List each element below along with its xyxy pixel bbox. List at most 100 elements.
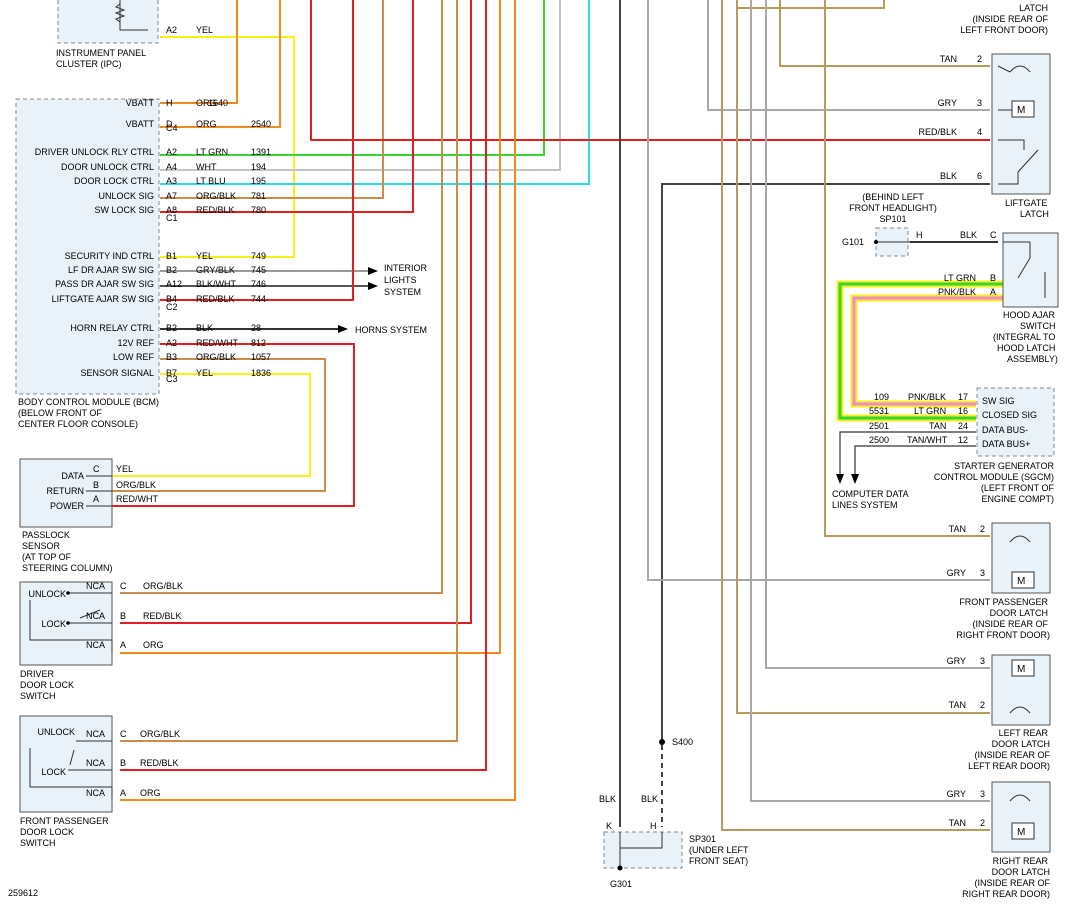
driver-switch-lock: LOCK xyxy=(41,619,66,629)
bcm-box xyxy=(15,98,160,395)
bcm-pin-circuit: 1836 xyxy=(251,368,271,378)
sgcm-pin-dminus: DATA BUS- xyxy=(982,425,1028,435)
bcm-pin-name: LOW REF xyxy=(113,352,155,362)
driver-switch-label-2: DOOR LOCK xyxy=(20,680,74,690)
wire-vbatt-1640 xyxy=(160,0,238,104)
rr-latch-color-3: GRY xyxy=(947,789,966,799)
bcm-pin-color: ORG xyxy=(196,119,217,129)
bcm-pin-name: SW LOCK SIG xyxy=(94,205,154,215)
diagram-id: 259612 xyxy=(8,888,38,898)
driver-color-b: RED/BLK xyxy=(143,611,182,621)
bcm-pin-color: YEL xyxy=(196,251,213,261)
bcm-pin-name: HORN RELAY CTRL xyxy=(70,323,154,333)
rr-latch-switch-icon xyxy=(1009,794,1031,802)
bcm-pin-id: B1 xyxy=(166,251,177,261)
ipc-module: INSTRUMENT PANEL CLUSTER (IPC) A2 YEL xyxy=(56,0,213,69)
arrow-horns xyxy=(338,325,348,333)
bcm-pin-name: LF DR AJAR SW SIG xyxy=(68,265,154,275)
liftgate-color-2: TAN xyxy=(940,54,957,64)
rr-door-latch: M GRY 3 TAN 2 RIGHT REAR DOOR LATCH (INS… xyxy=(947,781,1051,899)
liftgate-label-2: LATCH xyxy=(1020,209,1049,219)
sp101-label-3: SP101 xyxy=(879,214,906,224)
bcm-pin-circuit: 2540 xyxy=(251,119,271,129)
rr-latch-motor-m: M xyxy=(1017,827,1025,838)
g101-label: G101 xyxy=(842,237,864,247)
lr-door-latch: M GRY 3 TAN 2 LEFT REAR DOOR LATCH (INSI… xyxy=(947,654,1051,771)
lr-latch-label-1: LEFT REAR xyxy=(999,728,1049,738)
sgcm-circuit-16: 5531 xyxy=(869,406,889,416)
hood-pin-b: B xyxy=(990,273,996,283)
sgcm-pin-24: 24 xyxy=(958,421,968,431)
passlock-pin-power: POWER xyxy=(50,501,85,511)
bcm-pin-id: A3 xyxy=(166,176,177,186)
rr-latch-motor-icon xyxy=(1011,822,1035,840)
sgcm-pin-17: 17 xyxy=(958,392,968,402)
wire-rr-gry xyxy=(750,8,990,802)
arrows xyxy=(338,267,859,484)
sgcm-circuit-17: 109 xyxy=(874,392,889,402)
bcm-pin-circuit: 28 xyxy=(251,323,261,333)
wire-fp-a xyxy=(120,0,516,801)
wire-lf-top xyxy=(736,0,885,9)
bcm-label-3: CENTER FLOOR CONSOLE) xyxy=(18,419,138,429)
arrow-data-2 xyxy=(851,474,859,484)
bcm-pin-color: LT BLU xyxy=(196,176,226,186)
bcm-pin-color: RED/BLK xyxy=(196,205,235,215)
sp101-node xyxy=(874,240,878,244)
sgcm-label-3: (LEFT FRONT OF xyxy=(981,483,1055,493)
bcm-pin-circuit: 745 xyxy=(251,265,266,275)
fp-latch-switch-icon xyxy=(1009,535,1031,543)
ipc-resistor-icon xyxy=(114,3,126,23)
liftgate-switch-icon xyxy=(1009,65,1031,73)
wire-fp-b xyxy=(120,0,487,771)
driver-pin-a: A xyxy=(120,640,126,650)
liftgate-label-1: LIFTGATE xyxy=(1005,198,1047,208)
bcm-pin-name: VBATT xyxy=(126,98,155,108)
rr-latch-label-4: RIGHT REAR DOOR) xyxy=(962,889,1050,899)
bcm-pin-circuit: 749 xyxy=(251,251,266,261)
hood-contact-icon xyxy=(1017,257,1031,279)
bcm-pin-id: A7 xyxy=(166,191,177,201)
bcm-pin-id: C2 xyxy=(166,302,178,312)
bcm-pin-name: UNLOCK SIG xyxy=(98,191,154,201)
wire-orgblk-781 xyxy=(160,0,384,199)
lr-latch-motor-m: M xyxy=(1017,664,1025,675)
bcm-pin-id: A2 xyxy=(166,338,177,348)
passlock-color-b: ORG/BLK xyxy=(116,480,156,490)
driver-switch-blade-icon xyxy=(79,609,101,619)
dest-interior-1: INTERIOR xyxy=(384,263,428,273)
bcm-pin-name: SECURITY IND CTRL xyxy=(65,251,154,261)
g301-ground-icon xyxy=(617,865,623,871)
bcm-pin-id: H xyxy=(166,98,173,108)
ipc-box xyxy=(57,0,159,44)
fp-latch-pin-3: 3 xyxy=(980,568,985,578)
fp-color-a: ORG xyxy=(140,788,161,798)
bcm-pin-id: C1 xyxy=(166,213,178,223)
hood-label-2: SWITCH xyxy=(1020,321,1056,331)
arrow-interior-2 xyxy=(368,282,378,290)
wire-lr-tan xyxy=(736,8,990,714)
wire-hood-pnk xyxy=(852,296,1003,406)
passlock-color-a: RED/WHT xyxy=(116,494,158,504)
passlock-label-1: PASSLOCK xyxy=(22,530,70,540)
driver-nca-c: NCA xyxy=(86,581,105,591)
hood-label-1: HOOD AJAR xyxy=(1003,310,1056,320)
wire-ltblu-195 xyxy=(160,0,590,185)
fp-latch-pin-2: 2 xyxy=(980,524,985,534)
rr-latch-label-3: (INSIDE REAR OF xyxy=(974,878,1050,888)
passlock-label-3: (AT TOP OF xyxy=(22,552,72,562)
sp301-label-1: SP301 xyxy=(689,834,716,844)
lr-latch-label-3: (INSIDE REAR OF xyxy=(974,750,1050,760)
wire-fplatch-gry xyxy=(647,0,990,581)
gnd-color-k: BLK xyxy=(599,794,616,804)
wire-hood-ltgrn xyxy=(838,282,1003,420)
fp-latch-label-4: RIGHT FRONT DOOR) xyxy=(956,630,1050,640)
fp-color-c: ORG/BLK xyxy=(140,729,180,739)
bcm-pin-name: LIFTGATE AJAR SW SIG xyxy=(52,294,154,304)
wire-vbatt-2540 xyxy=(160,0,281,128)
liftgate-motor-icon xyxy=(1011,100,1035,118)
hood-pin-c: C xyxy=(990,230,997,240)
wire-sgcm-tan xyxy=(839,431,976,474)
fp-pin-b: B xyxy=(120,758,126,768)
fp-switch-unlock: UNLOCK xyxy=(37,727,75,737)
